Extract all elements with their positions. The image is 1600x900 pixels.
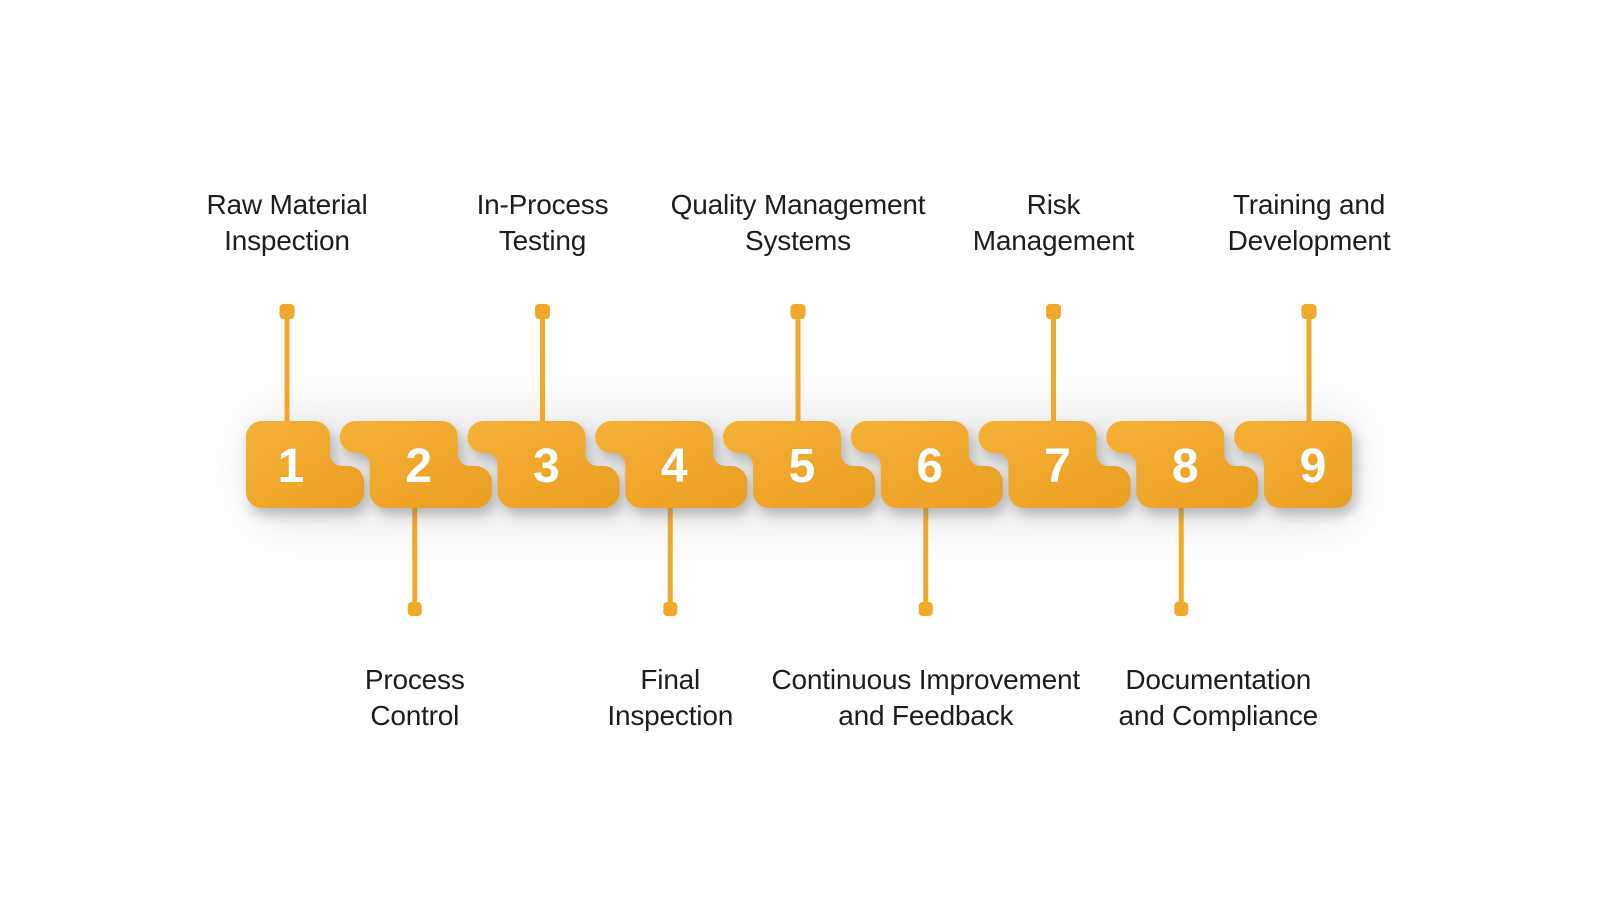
connector-cap-9 [1301,304,1317,319]
step-label-line: Quality Management [670,189,926,220]
connector-line-3 [540,315,545,423]
step-label-line: Process [364,664,465,695]
connector-cap-7 [1046,304,1061,319]
connector-line-5 [795,315,801,423]
connector-cap-4 [663,602,678,616]
step-number-6: 6 [916,440,943,493]
step-label-line: and Compliance [1118,700,1319,731]
step-label-line: Final [640,664,701,695]
step-label-line: Raw Material [206,189,368,220]
connector-line-6 [923,506,929,605]
connector-cap-2 [407,602,422,616]
step-number-4: 4 [661,440,688,493]
connector-cap-5 [790,304,806,319]
step-block-6 [850,421,1003,508]
step-block-1 [246,421,364,508]
step-number-3: 3 [533,440,560,493]
step-label-6: Continuous Improvement and Feedback [771,662,1081,734]
blocks-layer [246,421,1352,508]
step-block-8 [1106,421,1259,508]
step-number-9: 9 [1300,440,1327,493]
connector-cap-1 [279,304,295,319]
step-number-7: 7 [1044,440,1071,493]
step-number-5: 5 [789,440,816,493]
step-block-3 [467,421,620,508]
step-block-9 [1234,421,1352,508]
step-block-7 [978,421,1131,508]
connectors-layer [279,304,1317,616]
step-label-line: Continuous Improvement [771,664,1081,695]
connector-line-7 [1051,315,1056,423]
step-label-line: In-Process [476,189,609,220]
connector-line-8 [1178,506,1184,605]
connector-cap-8 [1174,602,1189,616]
step-label-line: Control [370,700,460,731]
connector-cap-6 [918,602,933,616]
connector-line-1 [284,315,290,423]
connector-line-9 [1306,315,1312,423]
step-label-line: Inspection [607,700,734,731]
step-block-2 [339,421,492,508]
step-number-1: 1 [278,440,305,493]
step-block-4 [595,421,748,508]
step-block-5 [723,421,875,508]
step-label-line: Risk [1026,189,1081,220]
connector-line-2 [412,506,418,605]
step-label-line: and Feedback [838,700,1014,731]
step-label-line: Training and [1232,189,1386,220]
step-label-line: Documentation [1125,664,1312,695]
step-label-line: Inspection [224,225,350,256]
step-label-line: Management [972,225,1135,256]
step-label-line: Systems [745,225,851,256]
step-label-8: Documentation and Compliance [1118,662,1318,734]
step-label-line: Development [1227,225,1391,256]
step-label-line: Testing [498,225,587,256]
connector-cap-3 [535,304,550,319]
step-number-8: 8 [1172,440,1199,493]
step-number-2: 2 [405,440,432,493]
numbers-layer: 1 2 3 4 5 6 7 8 9 [278,440,1327,493]
connector-line-4 [667,506,673,605]
